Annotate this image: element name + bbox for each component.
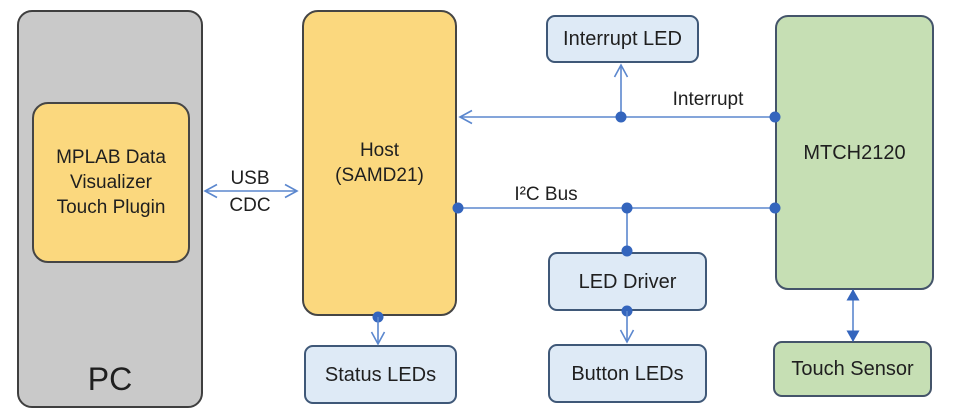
node-host-samd21: Host (SAMD21)	[302, 10, 457, 316]
mtch2120-to-touch-sensor-connector	[846, 289, 860, 342]
node-mtch2120: MTCH2120	[775, 15, 934, 290]
junction-dot	[615, 111, 627, 123]
node-pc-label: PC	[87, 361, 133, 397]
arrowhead-left	[203, 183, 218, 199]
arrowhead-right	[284, 183, 299, 199]
arrowhead-into-interrupt-led	[613, 63, 629, 78]
node-host-label-line1: Host	[359, 140, 400, 161]
arrowhead-into-host	[458, 109, 473, 125]
node-mplab-plugin-label-line2: Visualizer	[69, 172, 153, 193]
usb-cdc-label-top: USB	[230, 168, 270, 189]
node-status-leds: Status LEDs	[304, 345, 457, 404]
arrowhead-into-status-leds	[370, 331, 386, 346]
node-mplab-plugin: MPLAB Data Visualizer Touch Plugin	[32, 102, 190, 263]
usb-cdc-label-bottom: CDC	[229, 195, 271, 216]
i2c-bus-wire-label: I²C Bus	[514, 184, 578, 205]
junction-dot	[621, 202, 633, 214]
node-status-leds-label: Status LEDs	[324, 363, 437, 386]
node-touch-sensor-label: Touch Sensor	[791, 358, 914, 380]
node-mplab-plugin-label-line1: MPLAB Data	[56, 147, 166, 168]
i2c-bus-connector	[452, 202, 781, 257]
interrupt-wire-label: Interrupt	[672, 89, 744, 110]
arrowhead-into-button-leds	[619, 329, 635, 344]
node-interrupt-led-label: Interrupt LED	[563, 28, 682, 50]
node-interrupt-led: Interrupt LED	[546, 15, 699, 63]
node-mtch2120-label: MTCH2120	[803, 141, 906, 164]
arrowhead-into-mtch2120	[846, 289, 860, 301]
node-touch-sensor: Touch Sensor	[773, 341, 932, 397]
host-to-status-leds-connector	[370, 311, 386, 346]
node-mplab-plugin-label-line3: Touch Plugin	[56, 197, 166, 218]
node-led-driver-label: LED Driver	[578, 270, 677, 293]
node-button-leds: Button LEDs	[548, 344, 707, 403]
node-host-label-line2: (SAMD21)	[335, 165, 424, 186]
node-led-driver: LED Driver	[548, 252, 707, 311]
node-button-leds-label: Button LEDs	[571, 362, 684, 385]
